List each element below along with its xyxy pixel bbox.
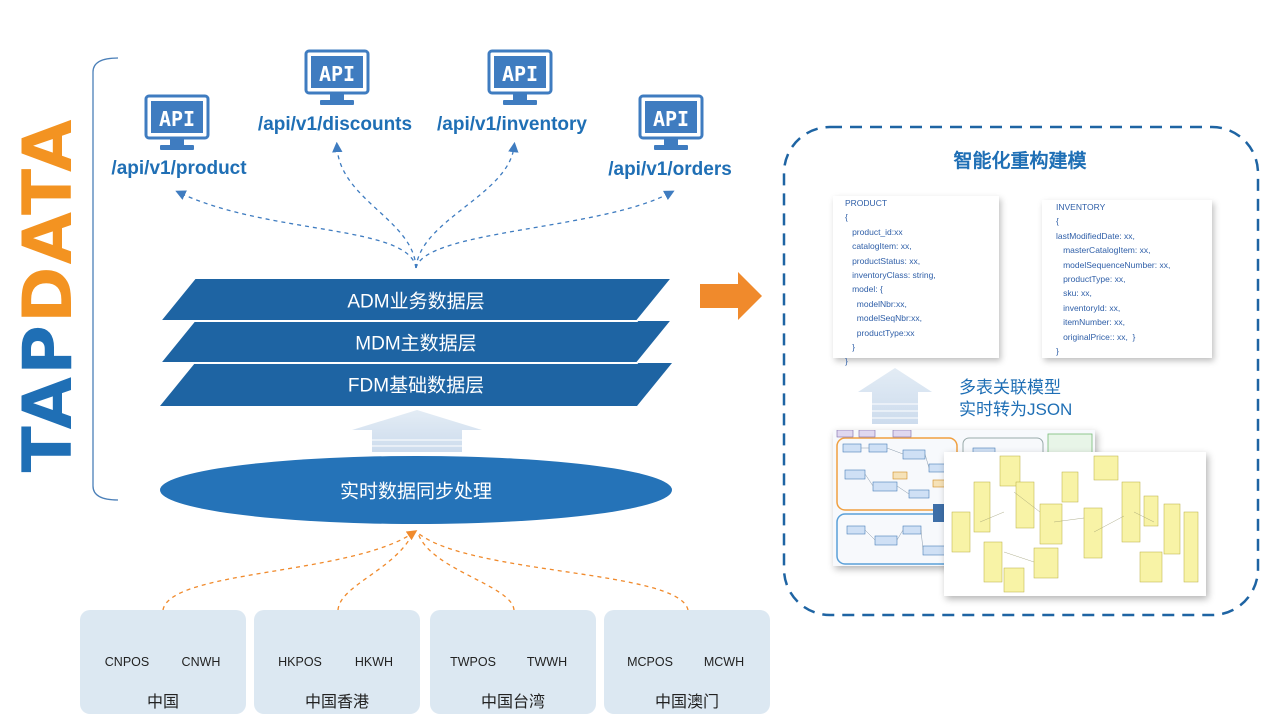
json-line: modelSequenceNumber: xx, bbox=[1056, 259, 1171, 270]
db-label: CNWH bbox=[181, 655, 221, 669]
db-label: MCWH bbox=[703, 655, 745, 669]
json-line: product_id:xx bbox=[845, 226, 903, 237]
api-label-inventory: /api/v1/inventory bbox=[437, 114, 587, 135]
db-label: TWWH bbox=[526, 655, 568, 669]
left-bracket bbox=[92, 57, 119, 501]
svg-text:API: API bbox=[159, 107, 195, 131]
db-label: HKWH bbox=[354, 655, 394, 669]
layer-fdm-label: FDM基础数据层 bbox=[347, 375, 485, 397]
er-table bbox=[1121, 481, 1141, 543]
er-table bbox=[1083, 507, 1103, 559]
source-group-cn bbox=[80, 610, 246, 714]
er-table bbox=[999, 455, 1021, 487]
inventory-json-lines: INVENTORY { lastModifiedDate: xx, masterCa… bbox=[1056, 200, 1212, 358]
api-label-discounts: /api/v1/discounts bbox=[257, 114, 413, 135]
json-line: productStatus: xx, bbox=[845, 255, 921, 266]
api-connectors bbox=[175, 141, 675, 269]
json-line: productType: xx, bbox=[1056, 274, 1126, 285]
source-group-mo bbox=[604, 610, 770, 714]
layer-adm-label: ADM业务数据层 bbox=[347, 291, 485, 313]
api-monitor-icon: API bbox=[304, 49, 370, 107]
transform-arrow bbox=[700, 272, 762, 320]
region-label-mo: 中国澳门 bbox=[654, 694, 720, 711]
json-line: productType:xx bbox=[845, 327, 915, 338]
er-table bbox=[1143, 495, 1159, 527]
svg-text:API: API bbox=[653, 107, 689, 131]
json-line: inventoryClass: string, bbox=[845, 270, 936, 281]
json-line: model: { bbox=[845, 284, 883, 295]
json-line: } bbox=[1056, 346, 1059, 357]
caption-line-1: 多表关联模型 bbox=[959, 378, 1061, 397]
json-line: lastModifiedDate: xx, bbox=[1056, 230, 1135, 241]
json-line: sku: xx, bbox=[1056, 288, 1092, 299]
json-line: masterCatalogItem: xx, bbox=[1056, 245, 1151, 256]
er-table bbox=[973, 481, 991, 533]
json-line: } bbox=[845, 342, 855, 353]
er-table bbox=[1039, 503, 1063, 545]
json-line: { bbox=[845, 212, 848, 223]
json-line: INVENTORY bbox=[1056, 202, 1106, 212]
api-monitor-icon: API bbox=[638, 94, 704, 152]
region-label-cn: 中国 bbox=[146, 694, 180, 711]
region-label-tw: 中国台湾 bbox=[480, 694, 546, 711]
layer-adm-shape bbox=[157, 277, 675, 322]
tapdata-logo: TAPDATA bbox=[9, 117, 88, 473]
db-label: HKPOS bbox=[278, 655, 322, 669]
json-line: { bbox=[1056, 216, 1059, 227]
er-table bbox=[1163, 503, 1181, 555]
er-table bbox=[951, 511, 971, 553]
inventory-json-card: INVENTORY { lastModifiedDate: xx, masterCa… bbox=[1042, 200, 1212, 358]
api-monitor-icon: API bbox=[144, 94, 210, 152]
json-line: PRODUCT bbox=[845, 198, 888, 208]
er-table bbox=[1015, 481, 1035, 529]
db-label: TWPOS bbox=[450, 655, 496, 669]
api-monitor-icon: API bbox=[487, 49, 553, 107]
er-diagram-thumbnail-front bbox=[944, 452, 1206, 596]
er-table bbox=[1139, 551, 1163, 583]
db-label: MCPOS bbox=[627, 655, 673, 669]
api-label-orders: /api/v1/orders bbox=[608, 159, 732, 180]
er-table bbox=[1061, 471, 1079, 503]
product-json-card: PRODUCT{ product_id:xx catalogItem: xx, … bbox=[833, 196, 999, 366]
json-line: modelSeqNbr:xx, bbox=[845, 313, 923, 324]
source-group-hk bbox=[254, 610, 420, 714]
layer-fdm-shape bbox=[160, 363, 672, 406]
right-panel-title: 智能化重构建模 bbox=[953, 151, 1087, 172]
er-table bbox=[1093, 455, 1119, 481]
right-panel-border bbox=[782, 125, 1260, 617]
model-caption: 多表关联模型 实时转为JSON bbox=[959, 377, 1072, 421]
source-group-tw bbox=[430, 610, 596, 714]
json-line: itemNumber: xx, bbox=[1056, 317, 1125, 328]
model-up-arrow bbox=[858, 368, 932, 424]
json-line: } bbox=[845, 356, 848, 367]
json-line: inventoryId: xx, bbox=[1056, 302, 1121, 313]
svg-text:API: API bbox=[502, 62, 538, 86]
sync-ellipse bbox=[160, 456, 672, 524]
db-label: CNPOS bbox=[104, 655, 150, 669]
region-label-hk: 中国香港 bbox=[304, 694, 370, 711]
product-json-lines: PRODUCT{ product_id:xx catalogItem: xx, … bbox=[845, 196, 999, 369]
layer-stack bbox=[157, 277, 675, 406]
er-table bbox=[1033, 547, 1059, 579]
caption-line-2: 实时转为JSON bbox=[959, 400, 1073, 419]
svg-text:API: API bbox=[319, 62, 355, 86]
api-label-product: /api/v1/product bbox=[111, 158, 247, 179]
er-table bbox=[1003, 567, 1025, 593]
json-line: modelNbr:xx, bbox=[845, 298, 907, 309]
json-line: catalogItem: xx, bbox=[845, 241, 912, 252]
er-table bbox=[983, 541, 1003, 583]
sync-label: 实时数据同步处理 bbox=[339, 481, 493, 503]
er-table bbox=[1183, 511, 1199, 583]
source-connectors bbox=[162, 530, 689, 611]
layer-mdm-label: MDM主数据层 bbox=[355, 333, 477, 355]
json-line: originalPrice:: xx, } bbox=[1056, 331, 1136, 342]
sync-up-arrow bbox=[352, 410, 482, 452]
